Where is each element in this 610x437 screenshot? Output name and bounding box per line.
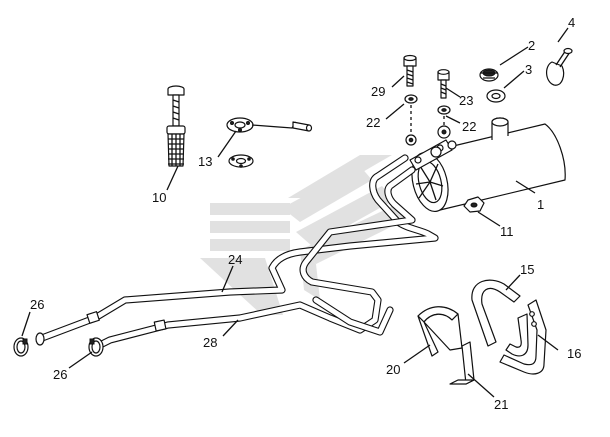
callout-13: 13	[198, 154, 212, 169]
exhaust-pipe-part	[35, 154, 439, 349]
callout-23: 23	[459, 93, 473, 108]
callout-24: 24	[228, 252, 242, 267]
bolt-with-filter-part	[166, 85, 186, 167]
hose-clamp-part	[479, 68, 499, 82]
callout-11: 11	[500, 224, 514, 239]
gasket-part	[486, 89, 506, 103]
callout-3: 3	[525, 62, 532, 77]
level-sensor-part	[226, 117, 313, 168]
nut-part	[463, 196, 485, 213]
mounting-bracket-part	[499, 299, 547, 375]
callout-20: 20	[386, 362, 400, 377]
bolt-29-part	[403, 54, 417, 87]
callout-22: 22	[366, 115, 380, 130]
leader-lines	[21, 27, 569, 398]
mounting-strap-part	[471, 279, 521, 347]
bolt-23-part	[437, 69, 450, 99]
callout-labels: 1 2 3 4 10 11 13 15 16 20 21 22 22 23 24…	[30, 15, 581, 412]
banjo-fitting-part	[405, 125, 457, 158]
callout-1: 1	[537, 197, 544, 212]
callout-2: 2	[528, 38, 535, 53]
callout-10: 10	[152, 190, 166, 205]
callout-26: 26	[30, 297, 44, 312]
washer-part	[404, 94, 418, 104]
callout-22: 22	[462, 119, 476, 134]
washer-part	[437, 105, 451, 115]
hose-clamp-26-part	[13, 337, 29, 357]
callout-28: 28	[203, 335, 217, 350]
pipe-clip-part	[546, 47, 573, 86]
saddle-part	[417, 306, 463, 357]
hose-clamp-26-part	[88, 337, 104, 357]
callout-16: 16	[567, 346, 581, 361]
callout-4: 4	[568, 15, 575, 30]
callout-26: 26	[53, 367, 67, 382]
callout-21: 21	[494, 397, 508, 412]
callout-15: 15	[520, 262, 534, 277]
callout-29: 29	[371, 84, 385, 99]
